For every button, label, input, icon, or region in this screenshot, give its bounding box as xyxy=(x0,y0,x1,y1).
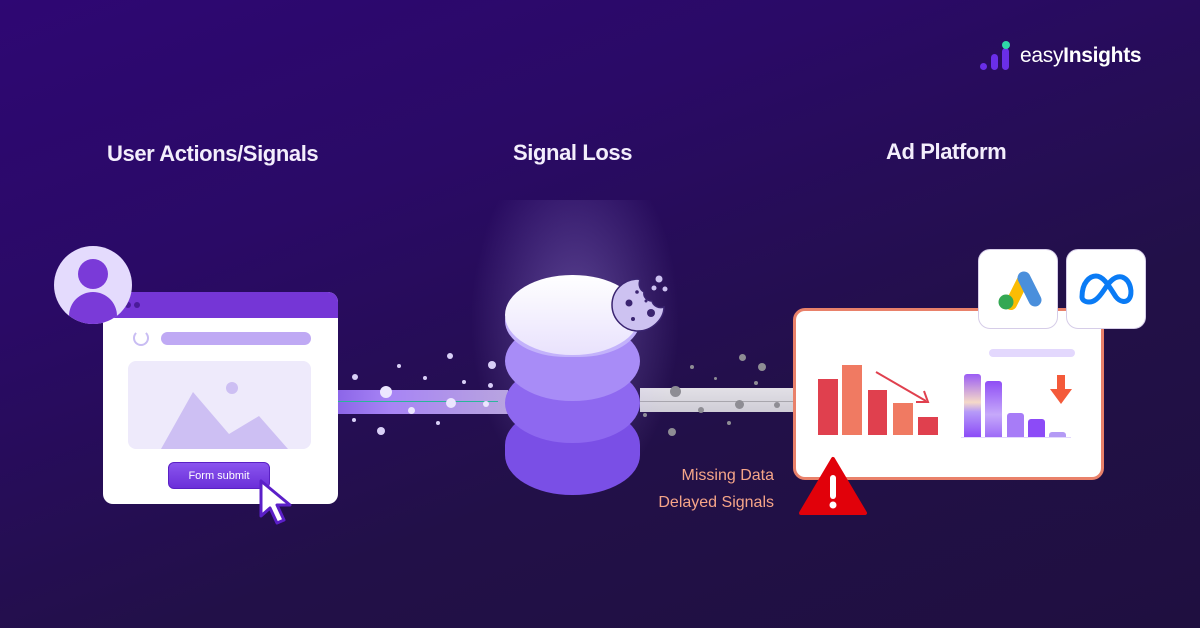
image-placeholder-icon xyxy=(128,361,311,449)
meta-tile xyxy=(1066,249,1146,329)
issue-delayed-signals: Delayed Signals xyxy=(658,494,774,511)
database-icon xyxy=(505,275,640,495)
logo-text: easyInsights xyxy=(1020,44,1142,68)
trend-down-arrow-icon xyxy=(875,371,930,403)
logo-text-easy: easy xyxy=(1020,44,1064,67)
panel-header-bar xyxy=(989,349,1075,357)
section-title-user-actions: User Actions/Signals xyxy=(107,141,319,166)
address-bar[interactable] xyxy=(161,331,311,345)
logo-bars-icon xyxy=(978,40,1012,72)
user-avatar-icon xyxy=(54,246,132,324)
easyinsights-logo: easyInsights xyxy=(978,40,1142,72)
warning-triangle-icon xyxy=(799,457,867,515)
signal-pipe-right xyxy=(640,388,795,412)
cookie-icon xyxy=(611,275,668,332)
ad-platform-dashboard xyxy=(793,308,1104,480)
browser-title-bar xyxy=(103,292,338,318)
form-submit-button[interactable]: Form submit xyxy=(168,462,270,489)
meta-icon xyxy=(1079,273,1134,305)
signal-issues-list: Missing Data Delayed Signals xyxy=(658,462,774,516)
signal-pipe-left xyxy=(338,390,508,414)
down-arrow-icon xyxy=(1050,375,1072,404)
section-title-ad-platform: Ad Platform xyxy=(886,139,1007,164)
google-ads-icon xyxy=(998,271,1042,310)
cursor-icon xyxy=(259,479,292,525)
logo-text-insights: Insights xyxy=(1063,44,1142,67)
section-title-signal-loss: Signal Loss xyxy=(513,140,633,165)
browser-window: Form submit xyxy=(103,292,338,504)
reload-icon[interactable] xyxy=(133,330,149,346)
issue-missing-data: Missing Data xyxy=(681,467,774,484)
google-ads-tile xyxy=(978,249,1058,329)
